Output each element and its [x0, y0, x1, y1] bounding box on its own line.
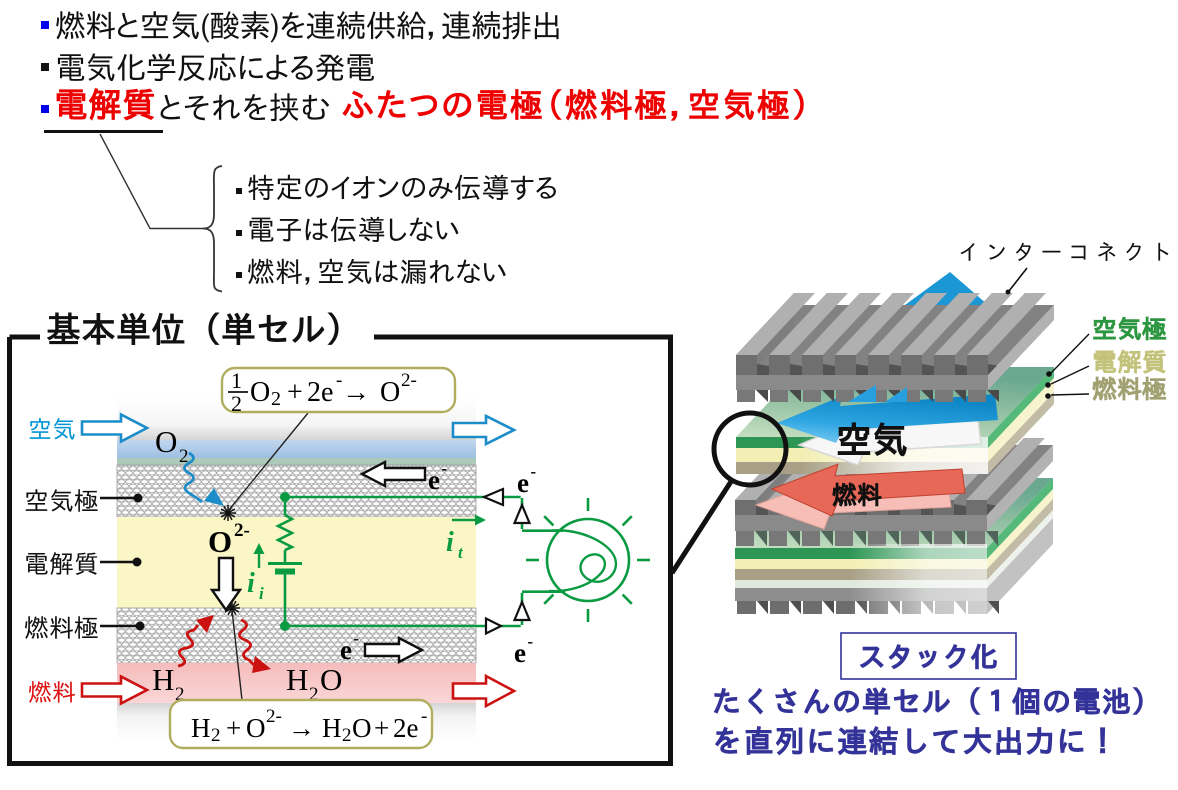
- svg-text:e: e: [340, 635, 352, 665]
- svg-text:-: -: [531, 462, 537, 481]
- svg-text:-: -: [528, 632, 534, 651]
- svg-text:2: 2: [211, 725, 221, 746]
- svg-text:-: -: [354, 629, 360, 648]
- svg-text:e: e: [517, 468, 529, 498]
- svg-text:-: -: [442, 459, 448, 478]
- svg-text:t: t: [458, 543, 464, 562]
- svg-text:O: O: [352, 713, 372, 743]
- svg-text:2-: 2-: [401, 370, 417, 391]
- svg-text:H: H: [322, 713, 342, 743]
- svg-text:i: i: [259, 584, 264, 603]
- svg-text:2: 2: [179, 446, 189, 467]
- svg-text:H: H: [191, 713, 211, 743]
- svg-text:H: H: [286, 662, 308, 697]
- svg-text:e: e: [428, 465, 440, 495]
- svg-text:-: -: [336, 370, 342, 391]
- svg-text:+: +: [374, 713, 389, 743]
- svg-text:+: +: [287, 377, 303, 408]
- svg-text:2-: 2-: [234, 520, 250, 541]
- svg-text:2e: 2e: [307, 377, 333, 408]
- svg-text:2-: 2-: [266, 706, 282, 727]
- svg-text:O: O: [320, 662, 342, 697]
- svg-text:O: O: [208, 524, 232, 559]
- svg-text:2: 2: [271, 388, 281, 410]
- svg-text:O: O: [155, 424, 177, 459]
- svg-text:O: O: [246, 713, 266, 743]
- svg-text:2: 2: [231, 391, 242, 416]
- svg-text:2e: 2e: [393, 713, 419, 743]
- svg-text:2: 2: [342, 725, 352, 746]
- svg-text:O: O: [250, 377, 270, 408]
- svg-text:-: -: [421, 706, 427, 727]
- svg-text:i: i: [446, 527, 454, 558]
- svg-text:O: O: [380, 377, 400, 408]
- svg-text:+: +: [226, 713, 241, 743]
- svg-text:→: →: [288, 713, 315, 743]
- svg-text:2: 2: [309, 684, 319, 705]
- svg-text:→: →: [342, 377, 370, 408]
- svg-text:H: H: [152, 662, 174, 697]
- svg-text:1: 1: [231, 368, 242, 393]
- svg-text:i: i: [247, 568, 255, 599]
- svg-text:2: 2: [175, 684, 185, 705]
- svg-text:e: e: [514, 638, 526, 668]
